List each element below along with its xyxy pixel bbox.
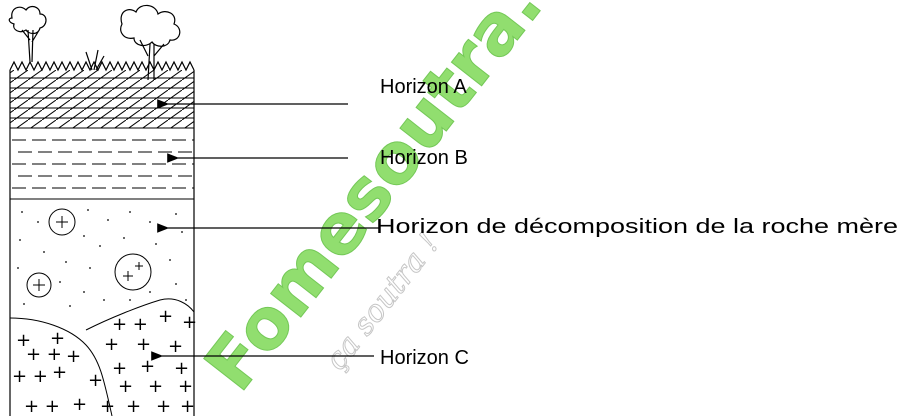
horizon-c-boundary (9, 317, 113, 416)
label-horizon-a: Horizon A (380, 76, 467, 98)
label-horizon-b: Horizon B (380, 147, 468, 169)
svg-text:+: + (158, 306, 173, 327)
svg-text:+: + (72, 394, 87, 415)
svg-text:+: + (148, 376, 163, 397)
svg-text:+ +: + + (24, 396, 60, 416)
svg-text:+: + (168, 336, 183, 357)
svg-text:+: + (156, 396, 171, 416)
label-horizon-decomp: Horizon de décomposition de la roche mèr… (376, 216, 898, 238)
tree-left-icon (8, 5, 47, 63)
horizon-b-layer (12, 139, 194, 189)
horizon-a-lines (10, 77, 194, 129)
svg-text:+ +: + + (26, 344, 62, 365)
label-horizon-c: Horizon C (380, 347, 469, 369)
watermark-brand: Fomesoutra.com (189, 0, 658, 405)
svg-text:+: + (140, 356, 155, 377)
horizon-a-layer (10, 70, 194, 128)
svg-text:+: + (136, 334, 151, 355)
svg-text:+: + (112, 358, 127, 379)
horizon-c-crosses: + +++ ++ +++ + ++ +++ + +++ +++ + +++ ++… (12, 306, 197, 416)
watermark: Fomesoutra.com ça soutra ! (188, 0, 658, 406)
svg-text:+ +: + + (12, 366, 48, 387)
svg-text:+: + (66, 346, 81, 367)
svg-text:+ +: + + (112, 314, 148, 335)
pointer-arrows (151, 99, 380, 361)
soil-column: + +++ ++ +++ + ++ +++ + +++ +++ + +++ ++… (9, 70, 197, 416)
svg-text:+: + (180, 396, 195, 416)
decomposition-dots (17, 209, 187, 307)
svg-text:+: + (52, 362, 67, 383)
vegetation (8, 4, 195, 81)
svg-text:+: + (118, 376, 133, 397)
svg-text:+: + (50, 328, 65, 349)
grass-line (9, 60, 195, 72)
svg-text:+: + (178, 376, 193, 397)
tree-right-icon (120, 4, 181, 81)
svg-text:+: + (88, 370, 103, 391)
svg-text:+: + (104, 334, 119, 355)
svg-text:+: + (126, 396, 141, 416)
svg-text:+: + (174, 358, 189, 379)
svg-text:+: + (16, 330, 31, 351)
rock-fragments (26, 208, 152, 298)
svg-text:+: + (182, 312, 197, 333)
svg-text:+: + (100, 396, 115, 416)
